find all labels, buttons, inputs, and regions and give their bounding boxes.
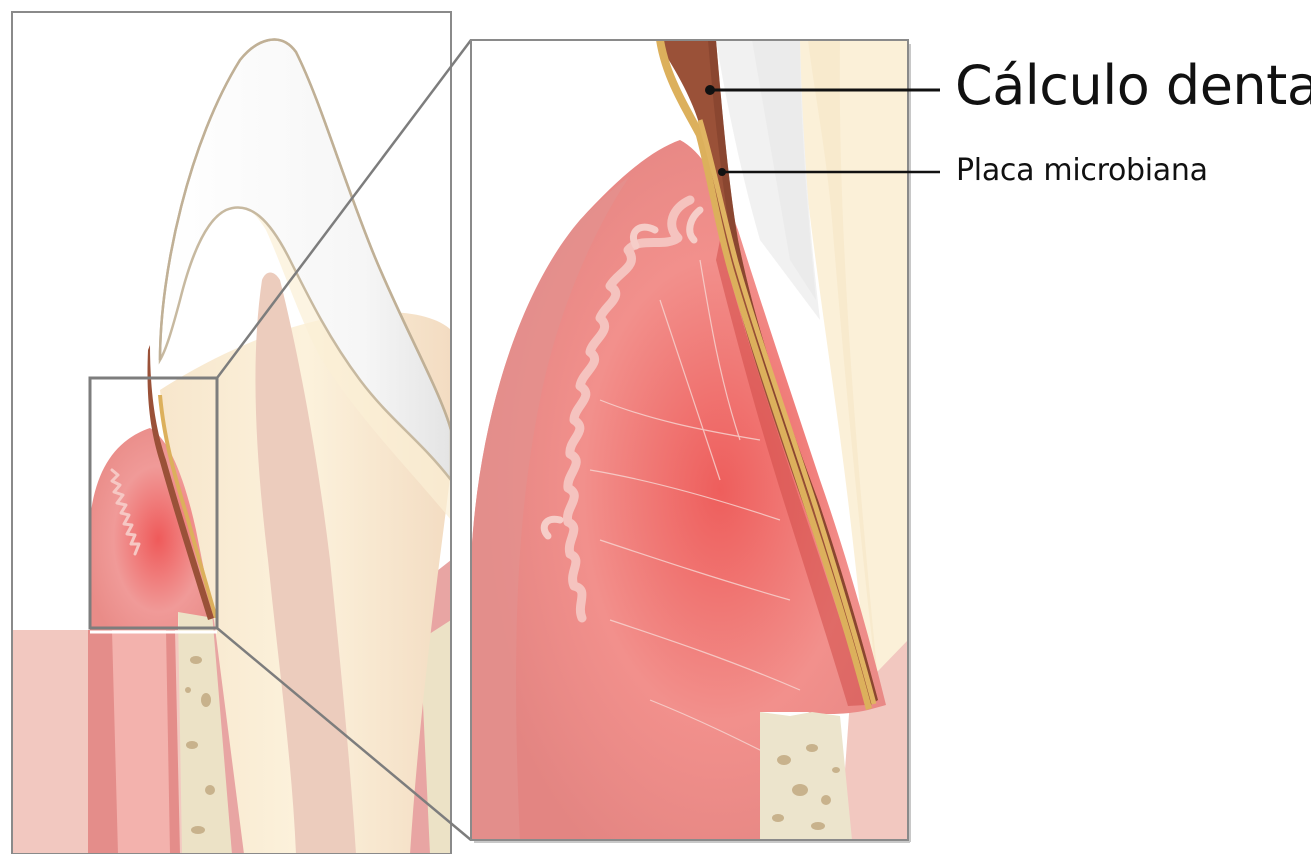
label-dental-calculus: Cálculo dental [955,54,1311,117]
zoom-panel [471,40,908,840]
label-microbial-plaque: Placa microbiana [956,153,1208,188]
overview-panel [12,40,451,854]
